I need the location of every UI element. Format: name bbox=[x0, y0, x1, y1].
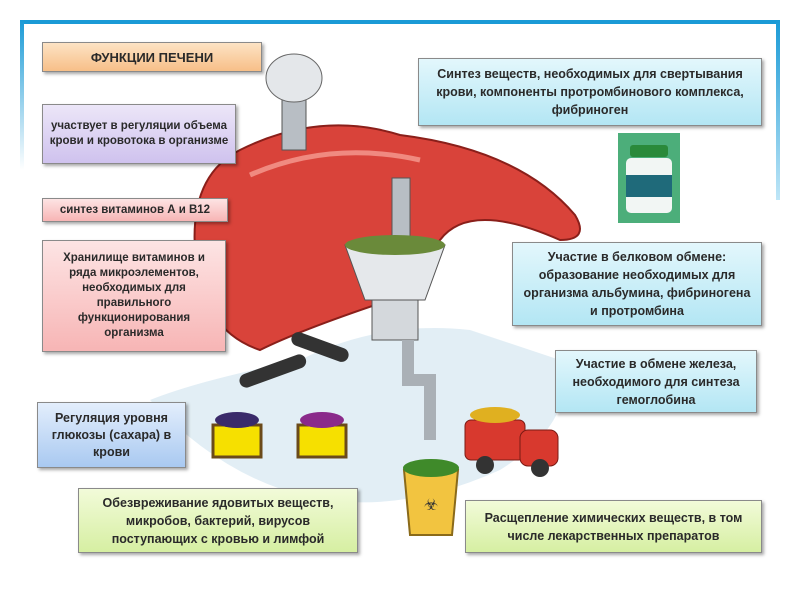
box-glucose-2 bbox=[296, 423, 348, 459]
jar-label bbox=[626, 175, 672, 197]
truck-load bbox=[470, 407, 520, 423]
funnel-pipe bbox=[391, 177, 411, 239]
function-protein: Участие в белковом обмене: образование н… bbox=[512, 242, 762, 326]
truck-body bbox=[464, 419, 526, 461]
frame-right bbox=[776, 20, 780, 200]
biohazard-icon: ☣ bbox=[424, 497, 438, 514]
truck-wheel bbox=[531, 459, 549, 477]
function-detox: Обезвреживание ядовитых веществ, микробо… bbox=[78, 488, 358, 553]
conveyor-2 bbox=[291, 332, 349, 362]
drain-pipe bbox=[402, 340, 436, 440]
function-chemicals: Расщепление химических веществ, в том чи… bbox=[465, 500, 762, 553]
function-iron: Участие в обмене железа, необходимого дл… bbox=[555, 350, 757, 413]
beads-dark bbox=[215, 412, 259, 428]
funnel-beads bbox=[345, 235, 445, 255]
beads-purple bbox=[300, 412, 344, 428]
page-title: ФУНКЦИИ ПЕЧЕНИ bbox=[42, 42, 262, 72]
jar-lid bbox=[630, 145, 668, 157]
pipe-valve bbox=[265, 53, 323, 103]
function-vitamins-synthesis: синтез витаминов А и В12 bbox=[42, 198, 228, 222]
function-coagulation: Синтез веществ, необходимых для свертыва… bbox=[418, 58, 762, 126]
liver-highlight bbox=[248, 150, 421, 178]
function-blood-volume: участвует в регуляции объема крови и кро… bbox=[42, 104, 236, 164]
frame-top bbox=[20, 20, 780, 24]
truck-wheel bbox=[476, 456, 494, 474]
bucket-beads bbox=[403, 459, 459, 477]
function-storage: Хранилище витаминов и ряда микроэлементо… bbox=[42, 240, 226, 352]
funnel-body bbox=[371, 299, 419, 341]
frame-left bbox=[20, 20, 24, 170]
conveyor-1 bbox=[239, 354, 307, 388]
function-glucose: Регуляция уровня глюкозы (сахара) в кров… bbox=[37, 402, 186, 468]
box-glucose-1 bbox=[211, 423, 263, 459]
